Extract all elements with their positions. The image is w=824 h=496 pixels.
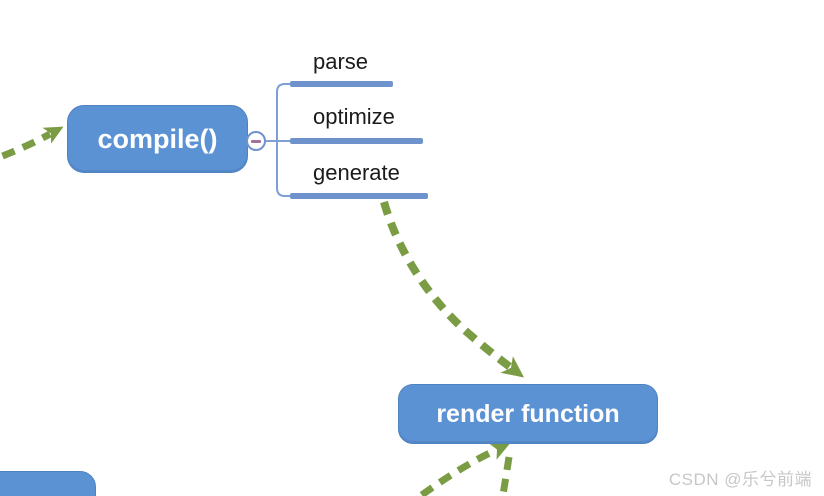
children-bracket [266, 83, 292, 197]
child-label-optimize: optimize [313, 104, 395, 129]
child-underline [290, 81, 393, 87]
child-item-generate[interactable]: generate [290, 160, 428, 199]
child-label-parse: parse [313, 49, 369, 74]
line-render-function-downward [499, 456, 513, 496]
child-underline [290, 138, 423, 144]
collapse-toggle[interactable] [246, 131, 266, 151]
arrow-into-render-function-from-below [414, 443, 510, 496]
minus-icon [251, 139, 261, 143]
child-item-parse[interactable]: parse [290, 49, 393, 87]
node-compile[interactable]: compile() [67, 105, 248, 173]
arrow-into-compile [0, 126, 64, 161]
child-label-generate: generate [313, 160, 400, 185]
arrow-generate-to-render-function [380, 200, 525, 378]
node-render-function[interactable]: render function [398, 384, 658, 444]
node-partial-bottom-left[interactable] [0, 471, 96, 496]
node-compile-label: compile() [97, 123, 218, 154]
node-render-function-label: render function [436, 399, 620, 428]
child-item-optimize[interactable]: optimize [290, 104, 423, 144]
watermark: CSDN @乐兮前端 [668, 470, 812, 489]
child-underline [290, 193, 428, 199]
